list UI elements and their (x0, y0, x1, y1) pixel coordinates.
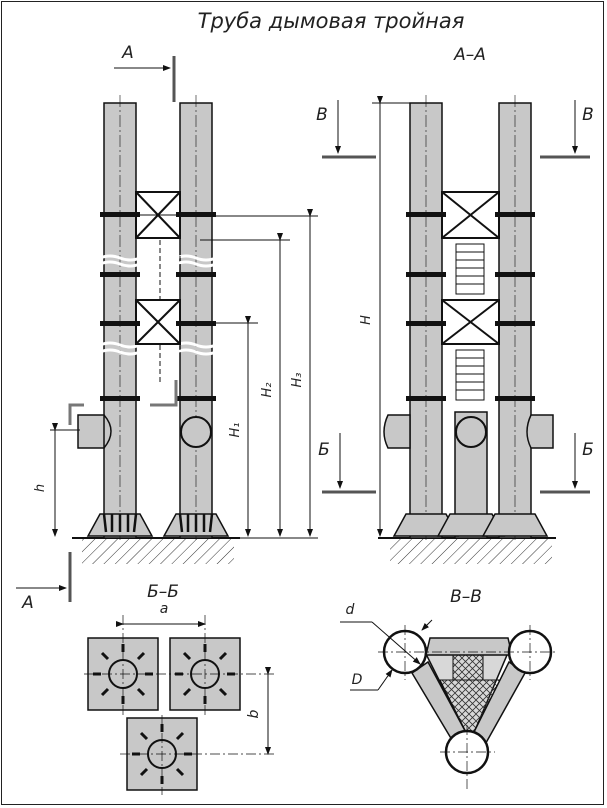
dim-b: b (246, 709, 262, 718)
truss-upper (135, 191, 181, 239)
cut-mark-b-left: Б (318, 440, 330, 460)
drawing-title: Труба дымовая тройная (198, 9, 465, 33)
dim-H: H (359, 315, 374, 325)
cut-mark-a-bottom: А (21, 593, 34, 613)
section-aa: А–А (316, 45, 594, 564)
section-bb: Б–Б a b (84, 582, 275, 795)
section-vv-label: В–В (450, 587, 482, 607)
dim-D: D (352, 672, 363, 688)
ground-hatch (82, 538, 234, 564)
section-aa-label: А–А (453, 45, 486, 65)
base-left (86, 513, 154, 537)
section-bb-label: Б–Б (147, 582, 179, 602)
dim-d: d (346, 602, 355, 618)
base-right (162, 513, 230, 537)
dim-h2: H₂ (260, 383, 275, 398)
flue-inlet-right (180, 416, 212, 448)
dim-a: a (160, 601, 169, 617)
truss-lower (135, 299, 181, 345)
cut-mark-a-top: А (121, 43, 134, 63)
section-vv: В–В d D (340, 587, 558, 790)
cut-mark-v-left: В (316, 105, 328, 125)
cut-mark-v-right: В (582, 105, 594, 125)
cut-mark-b-right: Б (582, 440, 594, 460)
side-view: h H₁ H₂ H₃ А А (16, 43, 318, 613)
flue-inlet-left (77, 414, 112, 449)
dim-h: h (33, 484, 48, 492)
dim-h3: H₃ (290, 373, 305, 388)
dim-h1: H₁ (228, 423, 243, 438)
